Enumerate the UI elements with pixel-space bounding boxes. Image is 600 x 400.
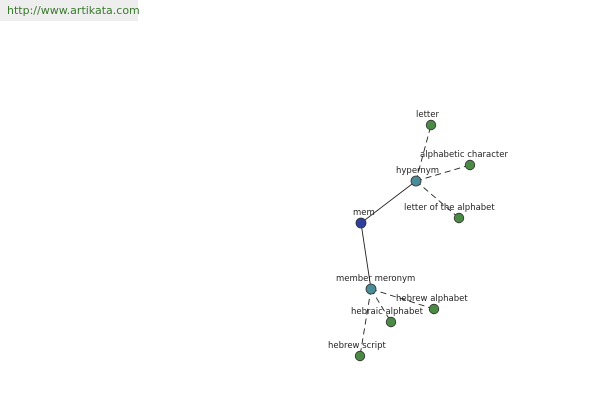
- node-letter[interactable]: [425, 119, 437, 131]
- labels-layer: mem hypernym member meronym letter alphabeti…: [328, 110, 508, 351]
- label-letter[interactable]: letter: [416, 110, 439, 120]
- edge-member-meronym-to-hebrew-script: [359, 288, 372, 357]
- node-member-meronym[interactable]: [365, 283, 377, 295]
- site-url[interactable]: http://www.artikata.com: [7, 4, 140, 17]
- node-hebrew-alphabet[interactable]: [428, 303, 440, 315]
- label-hebrew-script[interactable]: hebrew script: [328, 341, 387, 351]
- edges-layer: [359, 124, 471, 357]
- edge-member-meronym-to-hebrew-alphabet: [370, 288, 435, 310]
- label-hebrew-alphabet[interactable]: hebrew alphabet: [396, 294, 468, 304]
- edge-member-meronym-to-hebraic-alphabet: [370, 288, 392, 323]
- node-mem[interactable]: [355, 217, 367, 229]
- label-mem[interactable]: mem: [353, 208, 375, 218]
- url-bar: http://www.artikata.com: [0, 0, 140, 21]
- node-hebrew-script[interactable]: [354, 350, 366, 362]
- node-letter-of-the-alphabet[interactable]: [453, 212, 465, 224]
- label-alphabetic-character[interactable]: alphabetic character: [420, 150, 508, 160]
- label-member-meronym[interactable]: member meronym: [336, 274, 415, 284]
- node-alphabetic-character[interactable]: [464, 159, 476, 171]
- label-hebraic-alphabet[interactable]: hebraic alphabet: [351, 307, 424, 317]
- edge-mem-to-member-meronym: [360, 222, 372, 290]
- node-hebraic-alphabet[interactable]: [385, 316, 397, 328]
- label-hypernym[interactable]: hypernym: [396, 166, 439, 176]
- edge-mem-to-hypernym: [360, 180, 417, 224]
- node-hypernym[interactable]: [410, 175, 422, 187]
- label-letter-of-the-alphabet[interactable]: letter of the alphabet: [404, 203, 495, 213]
- nodes-layer: [354, 119, 476, 362]
